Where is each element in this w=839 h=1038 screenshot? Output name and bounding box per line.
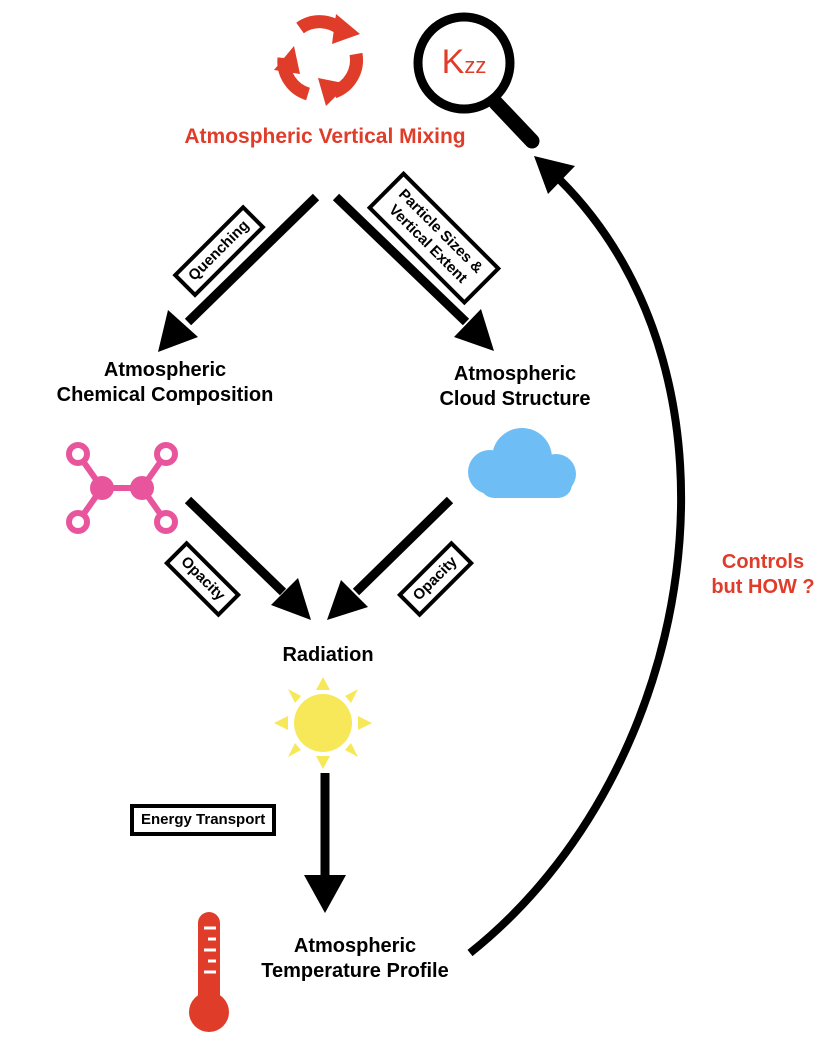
feedback-question-label: Controls but HOW ? — [690, 550, 836, 600]
radiation-title: Radiation — [282, 644, 374, 666]
cloud-icon — [468, 428, 576, 498]
cloud-structure-title: Atmospheric Cloud Structure — [395, 362, 635, 412]
chemical-composition-title: Atmospheric Chemical Composition — [40, 358, 290, 408]
kzz-subscript: zz — [464, 53, 487, 78]
arrowhead-mixing-to-chemical — [158, 310, 198, 352]
arrowhead-cloud-to-radiation — [327, 580, 368, 620]
sun-icon — [274, 677, 372, 769]
temperature-line2: Temperature Profile — [261, 960, 449, 982]
arrowhead-radiation-to-temperature — [304, 875, 346, 913]
cloud-line2: Cloud Structure — [439, 388, 591, 410]
cloud-line1: Atmospheric — [453, 363, 577, 385]
arrow-mixing-to-chemical — [184, 193, 320, 326]
chemical-line1: Atmospheric — [103, 359, 227, 381]
arrowhead-feedback — [534, 156, 575, 194]
recycle-arrows-icon — [274, 14, 364, 106]
chemical-line2: Chemical Composition — [56, 384, 274, 406]
temperature-profile-title: Atmospheric Temperature Profile — [240, 934, 470, 984]
feedback-curve — [467, 177, 686, 957]
arrowhead-mixing-to-cloud — [454, 309, 494, 351]
mixing-title: Atmospheric Vertical Mixing — [184, 125, 466, 148]
feedback-line2: but HOW ? — [711, 576, 815, 598]
kzz-symbol: K — [441, 43, 465, 81]
arrow-chemical-to-radiation — [184, 496, 287, 596]
arrowhead-chemical-to-radiation — [271, 578, 311, 620]
arrow-mixing-to-cloud — [332, 193, 470, 326]
feedback-line1: Controls — [721, 551, 805, 573]
arrow-cloud-to-radiation — [352, 496, 454, 596]
energy-transport-label: Energy Transport — [130, 804, 277, 836]
molecule-icon — [66, 442, 178, 534]
temperature-line1: Atmospheric — [293, 935, 417, 957]
thermometer-icon — [189, 912, 229, 1032]
magnifier-icon — [413, 12, 540, 149]
kzz-label: Kzz — [428, 42, 500, 86]
